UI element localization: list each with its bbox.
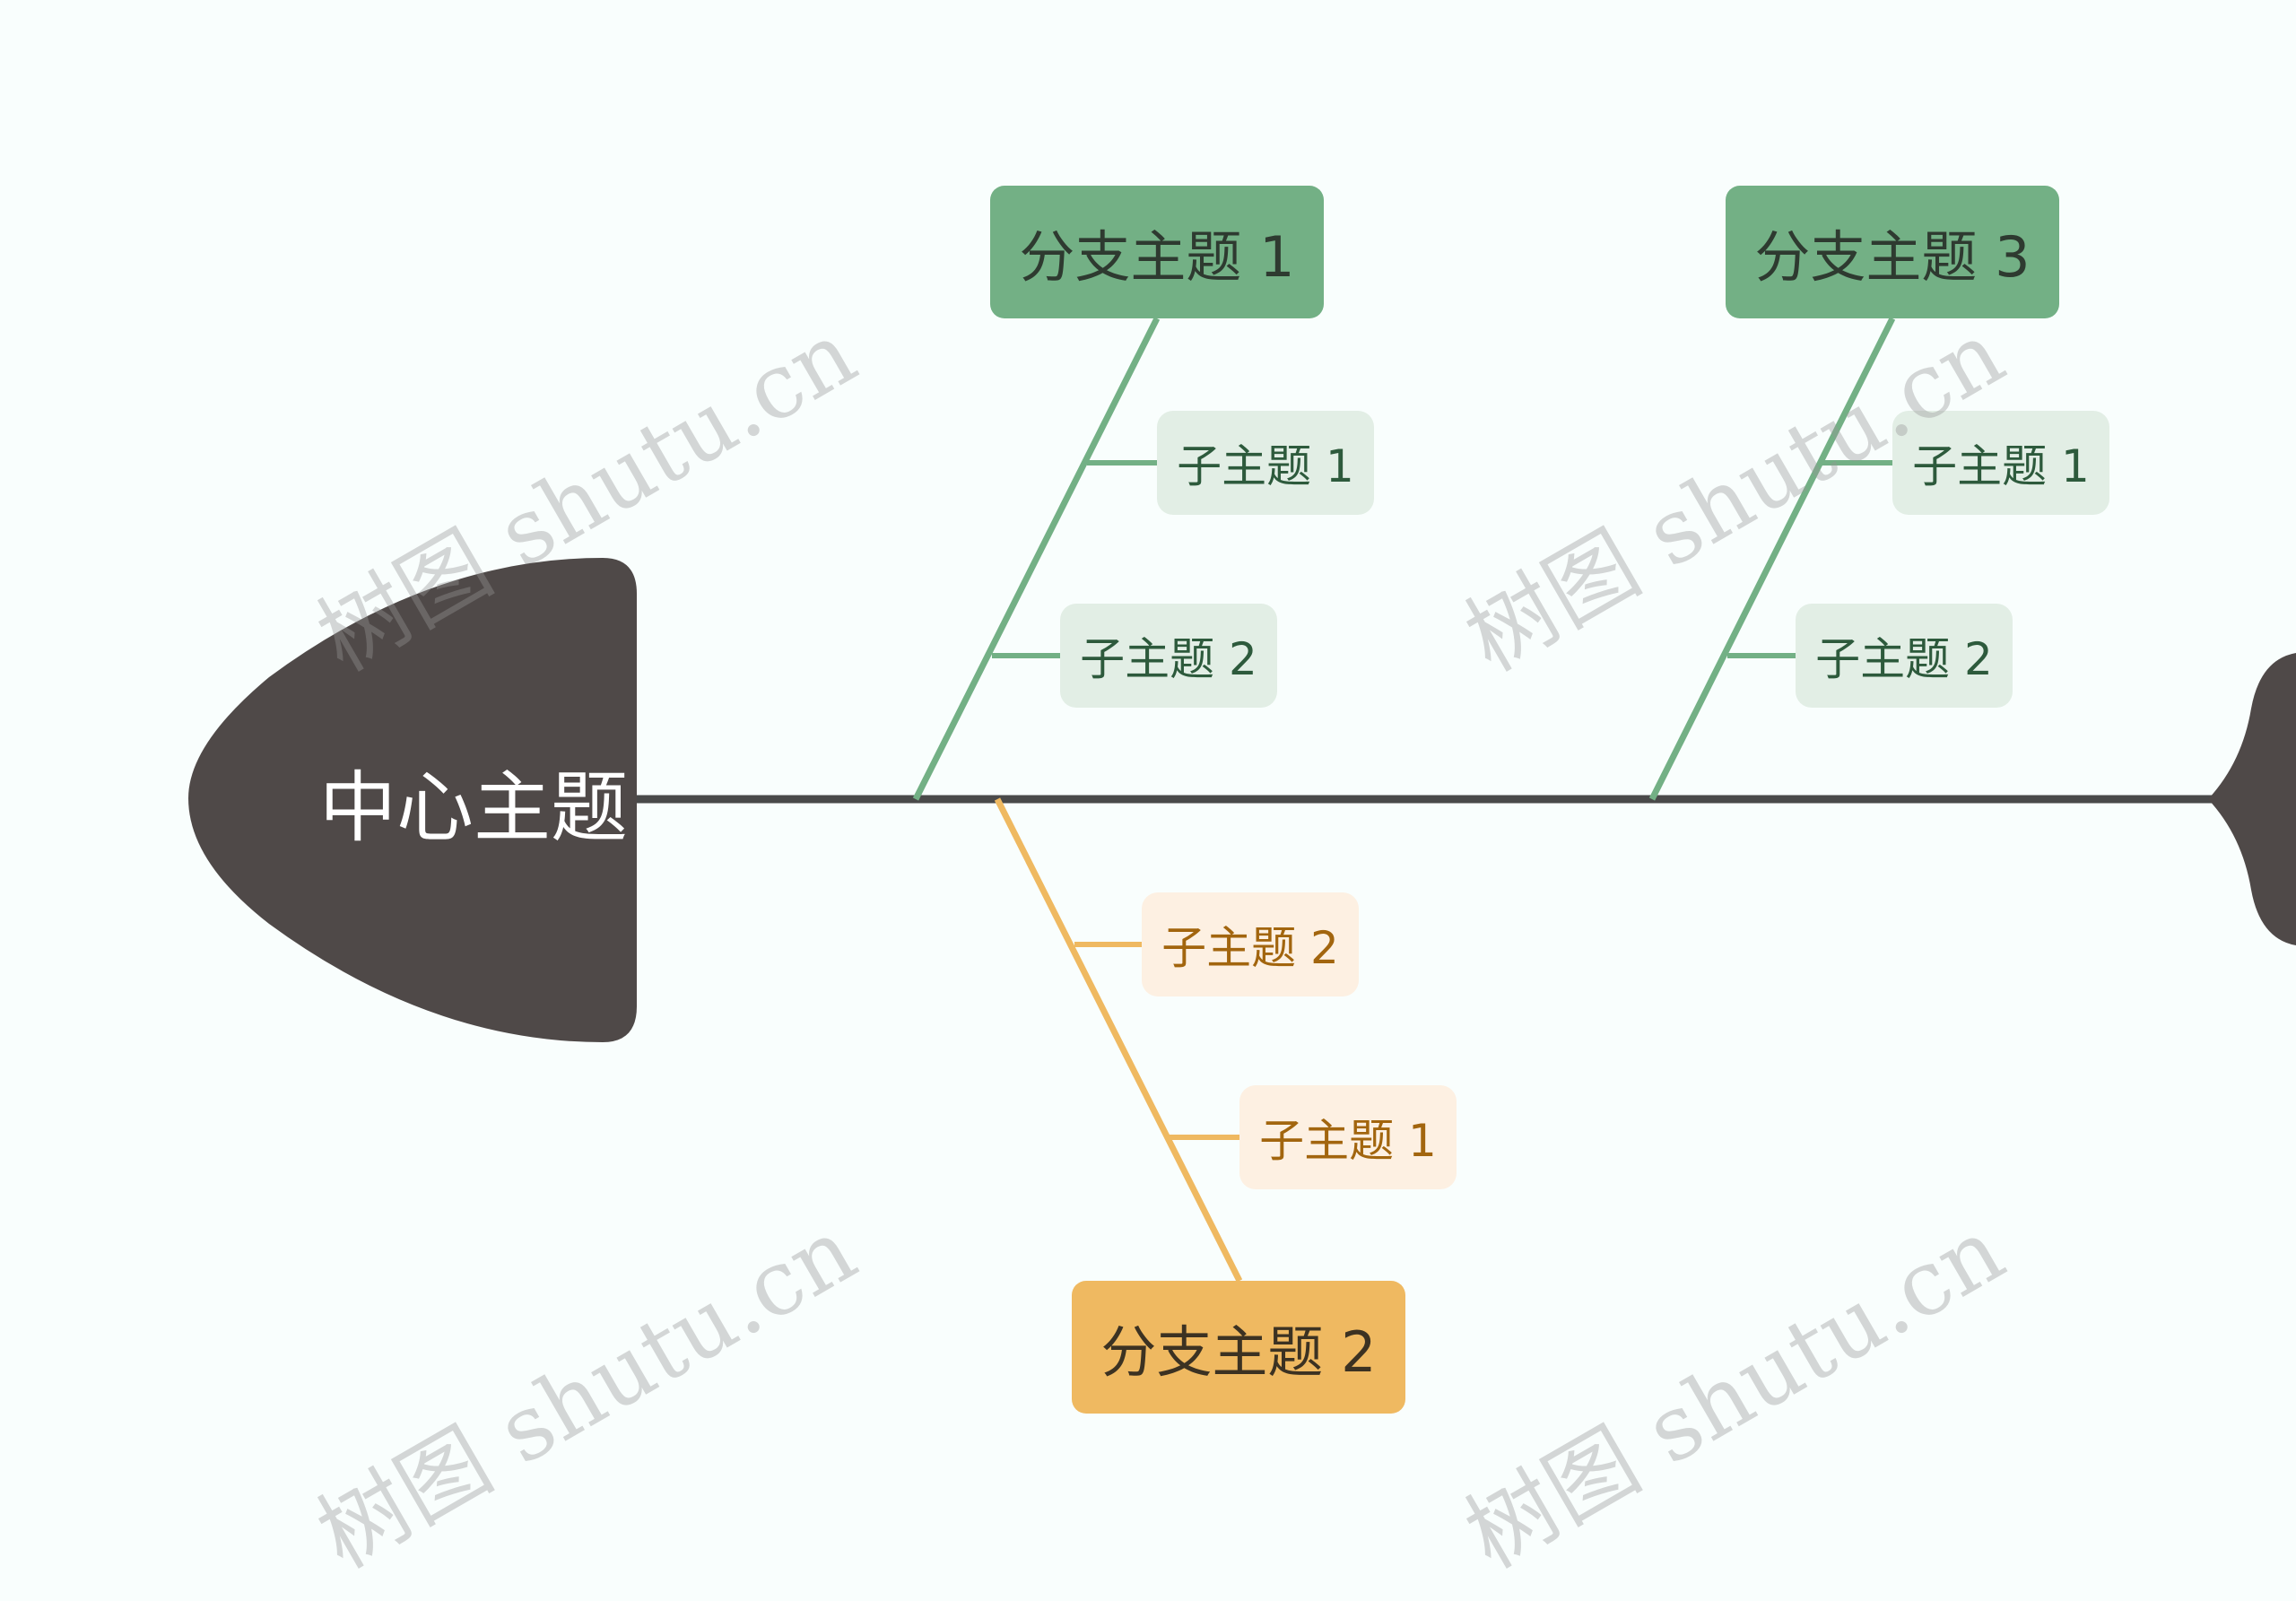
branch-2-subtopic-1[interactable]: 子主题 2 [1142, 892, 1359, 996]
branch-3-subtopic-2[interactable]: 子主题 2 [1796, 604, 2013, 708]
branch-1-subtopic-1[interactable]: 子主题 1 [1157, 411, 1374, 515]
fish-head-shape[interactable] [188, 558, 637, 1042]
fish-tail-shape [2208, 653, 2296, 945]
branch-2-bone [994, 797, 1243, 1283]
branch-1-bone [912, 317, 1161, 801]
branch-topic-3[interactable]: 分支主题 3 [1726, 186, 2059, 318]
branch-topic-1[interactable]: 分支主题 1 [990, 186, 1324, 318]
center-topic-label[interactable]: 中心主题 [319, 762, 628, 853]
branch-2-subtopic-2[interactable]: 子主题 1 [1239, 1085, 1457, 1189]
branch-topic-2[interactable]: 分支主题 2 [1072, 1281, 1405, 1414]
branch-3-subtopic-1[interactable]: 子主题 1 [1892, 411, 2109, 515]
branch-1-subtopic-2[interactable]: 子主题 2 [1060, 604, 1277, 708]
branch-3-bone [1648, 317, 1896, 801]
